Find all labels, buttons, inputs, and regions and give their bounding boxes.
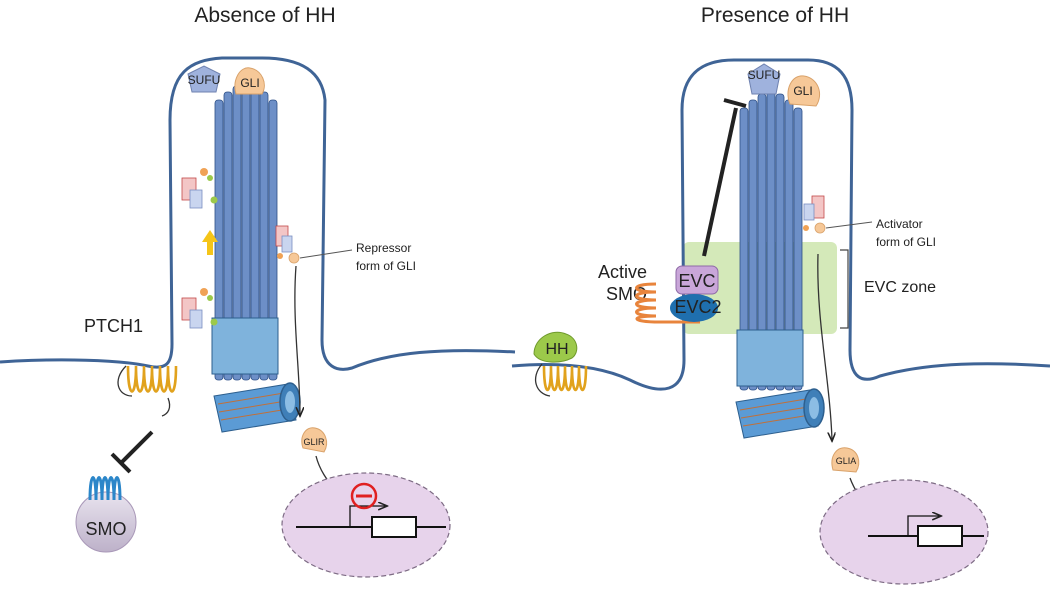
smo-label: SMO bbox=[85, 519, 126, 539]
right-gene-box bbox=[917, 525, 963, 547]
ptch1-label: PTCH1 bbox=[84, 316, 143, 336]
evc2-shape bbox=[670, 294, 718, 322]
right-cell-membrane bbox=[511, 58, 1050, 391]
right-nucleus bbox=[819, 479, 989, 585]
glir-shape bbox=[301, 427, 328, 453]
hh-label: HH bbox=[545, 341, 568, 358]
left-panel: Absence of HH SUFU GLI bbox=[0, 4, 516, 578]
repressor-annotation-line1: Repressor bbox=[356, 241, 411, 255]
left-ift-train-lower bbox=[181, 288, 218, 329]
inhibition-mark-icon bbox=[350, 482, 378, 510]
sufu-inhibition-bar-icon bbox=[723, 98, 747, 108]
sufu-inhibition-line bbox=[702, 107, 738, 257]
right-basal-body bbox=[735, 329, 825, 439]
left-nucleus bbox=[281, 472, 451, 578]
left-gene-box bbox=[371, 516, 417, 538]
ptch1-inhibition-line bbox=[120, 430, 154, 464]
evc-label: EVC bbox=[678, 271, 715, 291]
active-smo-label-line1: Active bbox=[598, 262, 647, 282]
transport-arrow-icon bbox=[202, 230, 218, 255]
left-sufu-label: SUFU bbox=[188, 73, 221, 87]
right-panel-title: Presence of HH bbox=[701, 4, 849, 27]
right-gli-shape bbox=[787, 75, 820, 107]
left-sufu-shape bbox=[187, 65, 221, 93]
right-ift-train bbox=[803, 195, 826, 234]
inactive-smo-shape bbox=[75, 491, 137, 553]
left-gli-shape bbox=[234, 67, 265, 95]
right-axoneme bbox=[739, 91, 803, 391]
glia-shape bbox=[831, 447, 860, 473]
left-transcription-arrow-icon bbox=[349, 506, 386, 527]
right-transcription-arrow-icon bbox=[907, 516, 940, 536]
right-gli-label: GLI bbox=[793, 84, 812, 98]
ptch1-receptor bbox=[117, 365, 178, 417]
left-gli-label: GLI bbox=[240, 76, 259, 90]
evc-shape bbox=[675, 265, 719, 295]
right-sufu-label: SUFU bbox=[748, 68, 781, 82]
repressor-annotation-line2: form of GLI bbox=[356, 259, 416, 273]
evc-zone-label: EVC zone bbox=[864, 279, 936, 296]
left-ift-train-upper bbox=[181, 168, 218, 209]
right-sufu-shape bbox=[747, 63, 781, 95]
ptch1-inhibition-bar-icon bbox=[110, 452, 132, 474]
left-ift-train-descending bbox=[275, 225, 300, 264]
left-cell-membrane bbox=[0, 56, 516, 371]
glia-label: GLIA bbox=[836, 456, 857, 466]
evc-zone-bracket bbox=[840, 249, 849, 329]
glir-label: GLIR bbox=[303, 437, 325, 447]
evc2-label: EVC2 bbox=[674, 297, 721, 317]
hh-ptch1-complex bbox=[533, 331, 588, 397]
hh-shape bbox=[533, 331, 578, 363]
left-panel-title: Absence of HH bbox=[194, 4, 335, 27]
activator-annotation-line2: form of GLI bbox=[876, 235, 936, 249]
active-smo-shape bbox=[635, 282, 700, 324]
left-basal-body bbox=[211, 317, 301, 433]
activator-annotation-line1: Activator bbox=[876, 217, 923, 231]
right-panel: Presence of HH SUFU GLI bbox=[511, 4, 1050, 585]
